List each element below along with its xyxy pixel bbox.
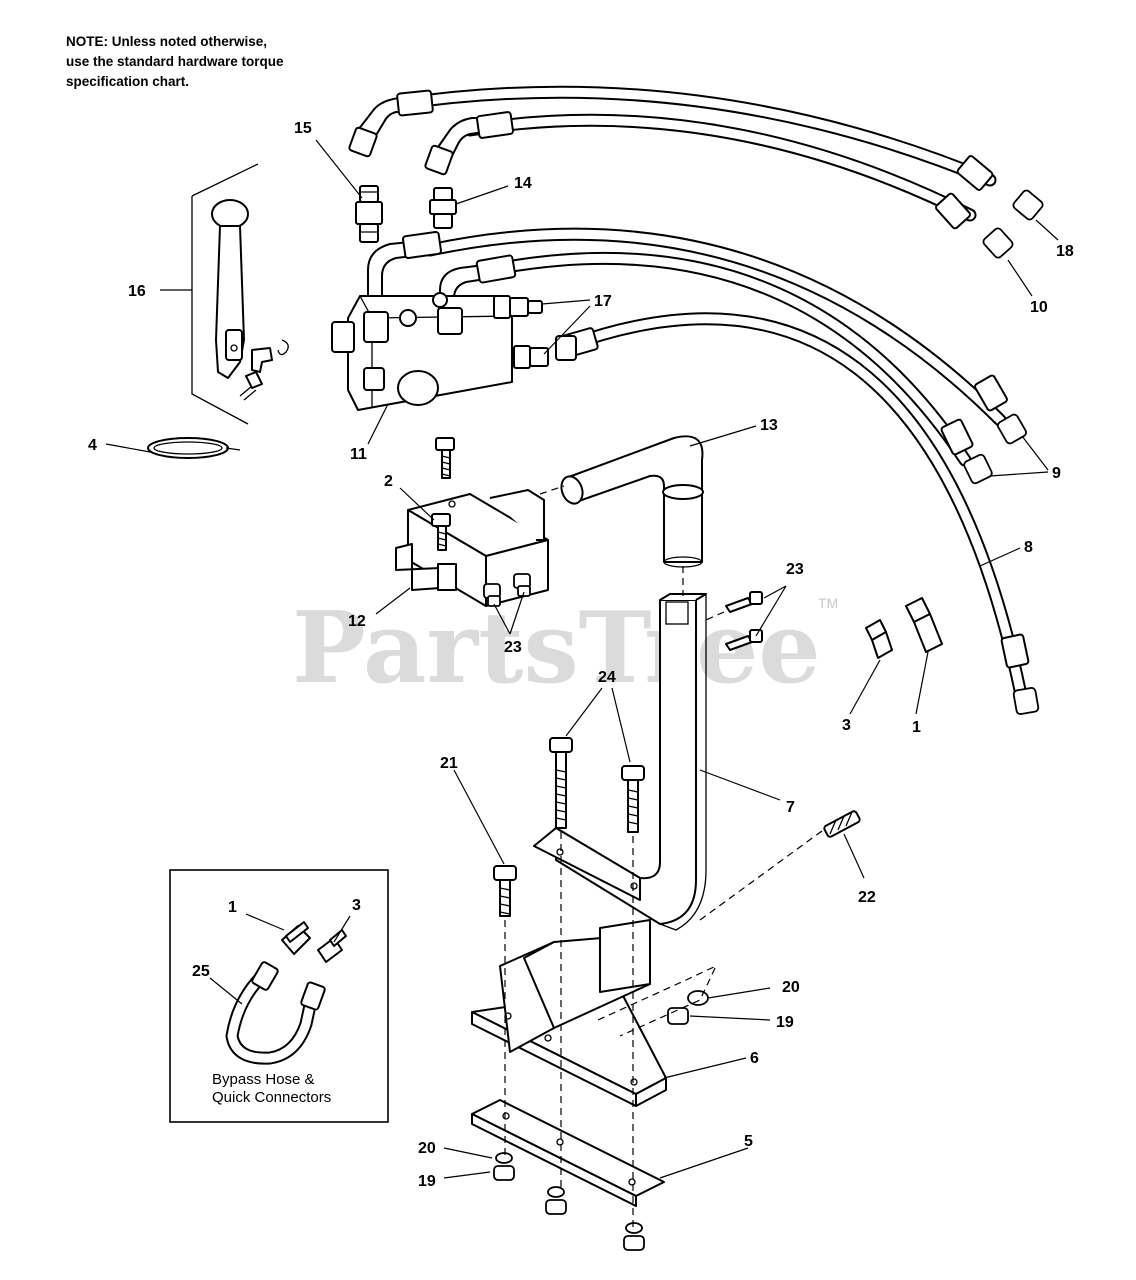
callout-5: 5 [744, 1133, 753, 1150]
clevis [251, 347, 273, 373]
adapter-fitting-15 [355, 185, 383, 243]
adapter-fitting-14 [429, 187, 457, 229]
set-screw-22 [823, 810, 861, 838]
control-lever [191, 163, 289, 425]
callout-9: 9 [1052, 465, 1061, 482]
crimp-sleeve [974, 374, 1008, 412]
crimp-sleeve [1000, 633, 1030, 669]
quick-connector-1 [905, 597, 943, 653]
crimp-sleeve [476, 111, 514, 139]
leader-lines [105, 139, 1059, 1179]
hose-end-nut-8 [1012, 687, 1040, 715]
callout-6: 6 [750, 1050, 759, 1067]
cotter-pin [239, 385, 257, 401]
callout-10: 10 [1030, 299, 1048, 316]
callout-13: 13 [760, 417, 778, 434]
crimp-sleeve [396, 89, 434, 117]
cotter-pin [277, 339, 289, 356]
hex-nuts-23-lower [483, 573, 531, 607]
quick-connector-3 [865, 619, 893, 659]
bracket-line [191, 163, 259, 197]
control-valve [331, 292, 513, 411]
valve-plug [363, 367, 385, 391]
mast-tube [533, 593, 707, 931]
valve-port-nut [363, 311, 389, 343]
crimp-sleeve [402, 230, 442, 260]
callout-23-lower: 23 [504, 639, 522, 656]
callout-12: 12 [348, 613, 366, 630]
valve-port-nut [437, 307, 463, 335]
callout-7: 7 [786, 799, 795, 816]
hex-bolt-2 [431, 437, 455, 551]
callout-3: 3 [842, 717, 851, 734]
hydraulic-hoses [348, 85, 1044, 715]
callout-14: 14 [514, 175, 532, 192]
bracket-line [191, 196, 249, 425]
callout-20-left: 20 [418, 1140, 436, 1157]
cable-tie [147, 437, 241, 459]
nuts-and-washers [493, 990, 709, 1251]
callout-2: 2 [384, 473, 393, 490]
hex-nut-10 [424, 144, 454, 176]
callout-22: 22 [858, 889, 876, 906]
bypass-hose-inset: Bypass Hose & Quick Connectors [169, 869, 389, 1123]
base-bracket [471, 919, 667, 1107]
base-plate [471, 1099, 665, 1207]
inset-caption-line-2: Quick Connectors [212, 1089, 331, 1106]
callout-24: 24 [598, 669, 616, 686]
callout-17: 17 [594, 293, 612, 310]
callout-18: 18 [1056, 243, 1074, 260]
callout-23-upper: 23 [786, 561, 804, 578]
callout-25: 25 [192, 963, 210, 980]
callout-3-inset: 3 [352, 897, 361, 914]
callout-16: 16 [128, 283, 146, 300]
callout-19-left: 19 [418, 1173, 436, 1190]
valve-screw [399, 309, 417, 327]
crimp-sleeve [935, 192, 971, 230]
pin [245, 371, 263, 389]
callout-15: 15 [294, 120, 312, 137]
torque-note: NOTE: Unless noted otherwise, use the st… [66, 32, 366, 92]
mounting-bracket [395, 489, 549, 607]
callout-20-right: 20 [782, 979, 800, 996]
hex-bolt-21 [493, 865, 517, 917]
hose-end-nut-10 [982, 227, 1014, 259]
hose-end-nut-18 [1012, 189, 1044, 221]
carriage-bolts-24 [549, 737, 645, 833]
callout-19-right: 19 [776, 1014, 794, 1031]
hose-end-nut-9a [997, 413, 1027, 445]
hose-end-nut-9b [963, 453, 993, 485]
hex-nut-18 [348, 126, 378, 158]
crimp-sleeve [475, 254, 517, 284]
straight-fittings-17 [493, 295, 577, 369]
crimp-sleeve [956, 155, 994, 191]
tube-plug [560, 435, 704, 568]
callout-11: 11 [350, 446, 367, 463]
callout-8: 8 [1024, 539, 1033, 556]
note-line-1: NOTE: Unless noted otherwise, [66, 34, 268, 49]
callout-4: 4 [88, 437, 97, 454]
callout-1-inset: 1 [228, 899, 237, 916]
watermark-trademark: TM [818, 595, 838, 611]
screws-23-upper [725, 591, 763, 651]
inset-caption-line-1: Bypass Hose & [212, 1071, 315, 1088]
callout-1: 1 [912, 719, 921, 736]
valve-spool-knob [397, 370, 439, 406]
crimp-sleeve [940, 418, 974, 456]
assembly-dash-lines [504, 485, 827, 1228]
note-line-3: specification chart. [66, 74, 190, 89]
callout-labels: 15 14 16 4 11 17 18 10 9 8 13 2 12 23 23… [88, 120, 1074, 1190]
callout-21: 21 [440, 755, 458, 772]
note-line-2: use the standard hardware torque [66, 54, 284, 69]
